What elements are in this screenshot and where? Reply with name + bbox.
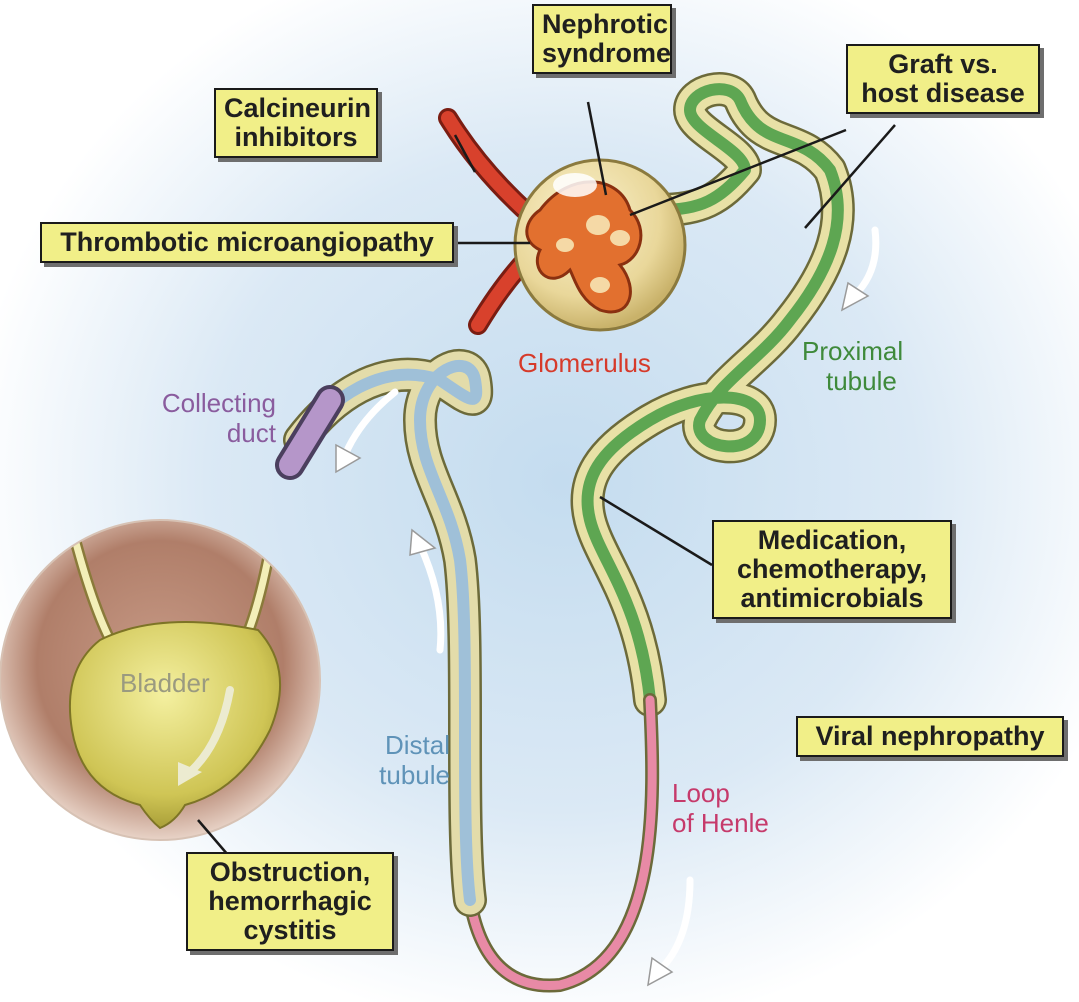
label-glomerulus-text: Glomerulus [518, 348, 651, 378]
callout-nephrotic-syndrome: Nephrotic syndrome [532, 4, 672, 74]
label-loop-of-henle: Loop of Henle [672, 778, 769, 838]
callout-line: Obstruction, [196, 858, 384, 887]
label-line: Collecting [146, 388, 276, 418]
callout-thrombotic-microangiopathy: Thrombotic microangiopathy [40, 222, 454, 263]
callout-line: host disease [856, 79, 1030, 108]
label-line: tubule [358, 760, 450, 790]
label-line: Distal [358, 730, 450, 760]
callout-line: hemorrhagic [196, 887, 384, 916]
label-bladder: Bladder [120, 668, 210, 698]
callout-line: antimicrobials [722, 584, 942, 613]
callout-line: Medication, [722, 526, 942, 555]
label-distal-tubule: Distal tubule [358, 730, 450, 790]
callout-line: chemotherapy, [722, 555, 942, 584]
callout-line: Thrombotic microangiopathy [50, 228, 444, 257]
callout-line: Viral nephropathy [806, 722, 1054, 751]
callout-line: Nephrotic [542, 10, 662, 39]
callout-medication: Medication, chemotherapy, antimicrobials [712, 520, 952, 619]
label-bladder-text: Bladder [120, 668, 210, 698]
callout-viral-nephropathy: Viral nephropathy [796, 716, 1064, 757]
label-line: Proximal [802, 336, 903, 366]
callout-graft-vs-host-disease: Graft vs. host disease [846, 44, 1040, 114]
label-line: Loop [672, 778, 769, 808]
glomerulus-capsule [515, 160, 685, 330]
callout-obstruction: Obstruction, hemorrhagic cystitis [186, 852, 394, 951]
label-line: duct [146, 418, 276, 448]
callout-line: Calcineurin [224, 94, 368, 123]
callout-line: Graft vs. [856, 50, 1030, 79]
callout-line: inhibitors [224, 123, 368, 152]
label-collecting-duct: Collecting duct [146, 388, 276, 448]
label-line: tubule [802, 366, 903, 396]
callout-line: syndrome [542, 39, 662, 68]
label-proximal-tubule: Proximal tubule [802, 336, 903, 396]
label-line: of Henle [672, 808, 769, 838]
callout-calcineurin-inhibitors: Calcineurin inhibitors [214, 88, 378, 158]
callout-line: cystitis [196, 916, 384, 945]
label-glomerulus: Glomerulus [518, 348, 651, 378]
